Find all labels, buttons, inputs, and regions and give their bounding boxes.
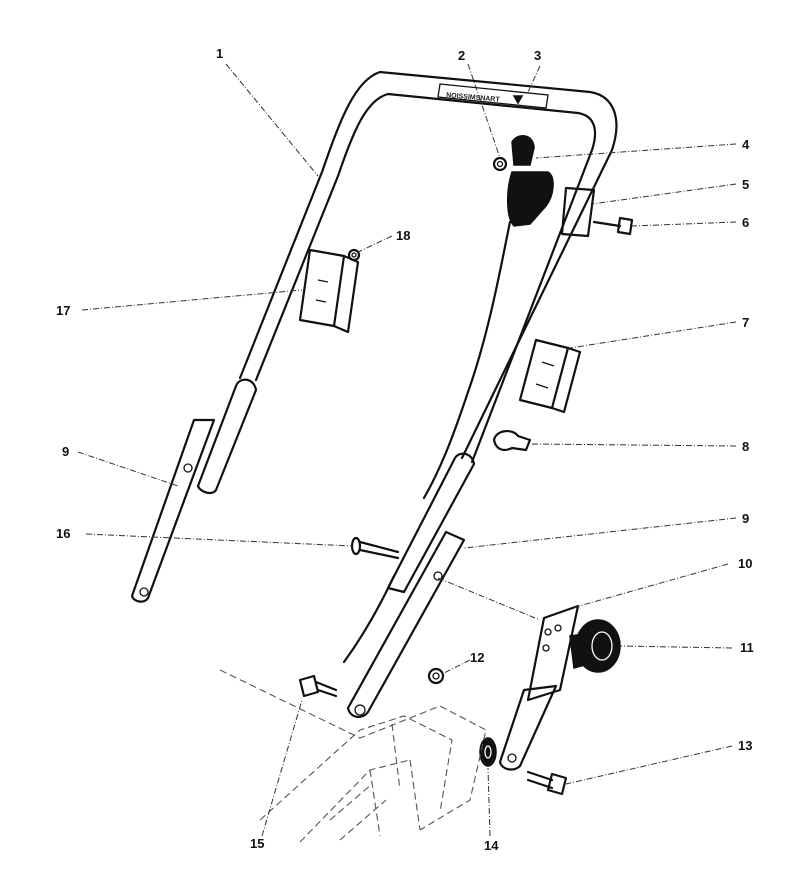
bolt-16	[350, 536, 400, 560]
callout-labels: 1 2 3 4 5 6 7 8 9 9 10 11 12 13 14 15 16…	[56, 46, 754, 853]
callout-14: 14	[484, 838, 499, 853]
callout-13: 13	[738, 738, 752, 753]
upper-handle: NOISSIMSNART	[238, 70, 618, 464]
lower-handle-right	[346, 452, 476, 718]
control-lever	[507, 135, 554, 227]
mower-deck-outline	[219, 669, 487, 843]
callout-10: 10	[738, 556, 752, 571]
callout-7: 7	[742, 315, 749, 330]
knob-11	[569, 619, 621, 673]
washer-14	[479, 737, 497, 767]
nut-12	[427, 667, 445, 685]
bolt-13	[526, 770, 568, 796]
callout-17: 17	[56, 303, 70, 318]
callout-11: 11	[740, 640, 754, 655]
nut-2	[492, 156, 508, 172]
spacer-plate	[560, 186, 596, 238]
callout-1: 1	[216, 46, 223, 61]
callout-16: 16	[56, 526, 70, 541]
screw-18	[347, 248, 361, 262]
control-cable-lower	[342, 574, 396, 664]
bracket-17	[298, 248, 360, 334]
lower-handle-left	[130, 378, 258, 603]
bracket-7	[518, 338, 582, 414]
callout-9-right: 9	[742, 511, 749, 526]
callout-15: 15	[250, 836, 264, 851]
decal-text: NOISSIMSNART	[446, 92, 501, 104]
callout-5: 5	[742, 177, 749, 192]
control-cable	[422, 220, 512, 500]
callout-3: 3	[534, 48, 541, 63]
clip-8	[492, 430, 532, 452]
callout-12: 12	[470, 650, 484, 665]
callout-9-left: 9	[62, 444, 69, 459]
bolt-15	[298, 674, 338, 698]
callout-2: 2	[458, 48, 465, 63]
callout-8: 8	[742, 439, 749, 454]
leader-lines	[77, 63, 737, 837]
bolt-6	[592, 216, 634, 236]
bracket-10	[498, 604, 580, 771]
callout-6: 6	[742, 215, 749, 230]
callout-4: 4	[742, 137, 750, 152]
callout-18: 18	[396, 228, 410, 243]
